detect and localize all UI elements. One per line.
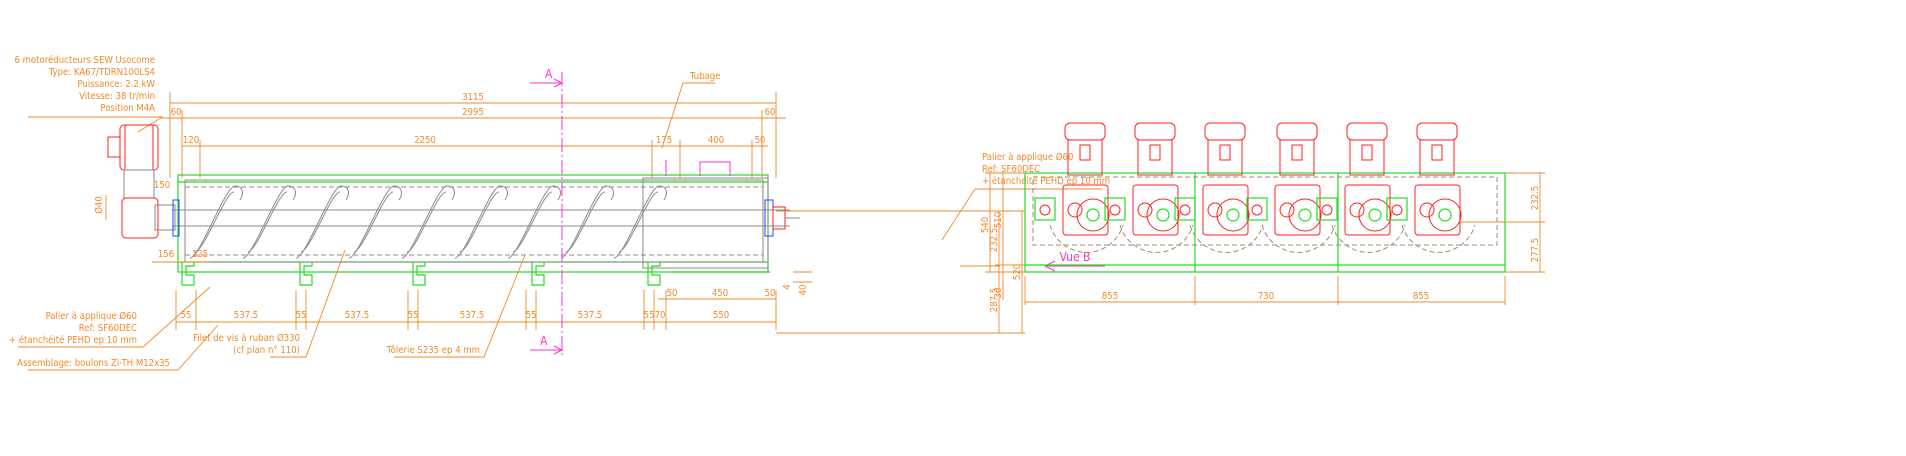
motor-gearbox (1386, 122, 1476, 253)
dim-855-left: 855 (1102, 291, 1118, 302)
flight-turn (406, 191, 447, 253)
support-leg (299, 262, 313, 286)
motor-note-line: Vitesse: 38 tr/min (79, 91, 155, 102)
flight-turn (194, 191, 235, 253)
dim-150: 150 (154, 180, 170, 191)
bearing-note-right: Palier à applique Ø60 Ref: SF60DEC + éta… (941, 152, 1110, 241)
flight-turn (401, 185, 455, 259)
dim-156: 156 (158, 249, 174, 260)
screw-flight (189, 185, 667, 259)
dim-50-top: 50 (755, 135, 766, 146)
motor-gearbox (1246, 122, 1336, 253)
dim-855-right: 855 (1413, 291, 1429, 302)
bearing-note-line: + étanchéité PEHD ep 10 mm (982, 176, 1110, 187)
flight-turn (618, 191, 659, 253)
motor-note: 6 motoréducteurs SEW Usocome Type: KA67/… (14, 55, 164, 133)
bottom-dim-label: 55 (181, 310, 192, 321)
support-leg (647, 262, 661, 286)
bearing-note-line: Ref: SF60DEC (79, 323, 137, 334)
flight-turn (565, 191, 606, 253)
dim-540: 540 (980, 217, 991, 233)
flight-turn (242, 185, 296, 259)
section-a-bottom: A (540, 334, 548, 348)
bearing-note-left: Palier à applique Ø60 Ref: SF60DEC + éta… (9, 286, 219, 371)
dim-40: 40 (798, 285, 809, 296)
dim-60-left: 60 (171, 107, 182, 118)
end-dims: 540 510 30 855 730 855 232.5 277.5 (980, 172, 1545, 305)
motor-gearbox (1174, 122, 1264, 253)
dim-2995: 2995 (462, 107, 484, 118)
support-leg (412, 262, 426, 286)
bottom-dim-label: 537.5 (345, 310, 369, 321)
support-leg (531, 262, 545, 286)
bottom-dim-label: 55 (408, 310, 419, 321)
motor-note-line: Type: KA67/TDRN100LS4 (48, 67, 155, 78)
dim-dia-40: Ø40 (94, 196, 105, 214)
dim-277-5-end: 277.5 (1530, 238, 1541, 262)
sheet-note: Tôlerie S235 ep 4 mm (386, 345, 480, 356)
bearing-note-line: Ref: SF60DEC (982, 164, 1040, 175)
support-legs (181, 262, 661, 286)
motor-side (107, 124, 180, 239)
motor-gearbox (1104, 122, 1194, 253)
bottom-dim-label: 550 (713, 310, 729, 321)
conveyor-end-view (1024, 122, 1506, 273)
bearing-note-line: Palier à applique Ø60 (46, 311, 137, 322)
flight-turn (454, 185, 508, 259)
tubage-label: Tubage (689, 71, 721, 82)
bottom-dim-label: 55 (526, 310, 537, 321)
support-leg (181, 262, 195, 286)
dim-510: 510 (993, 212, 1004, 228)
flight-turn (560, 185, 614, 259)
motor-gearbox (1034, 122, 1124, 253)
screw-note-line: Filet de vis à ruban Ø330 (193, 333, 300, 344)
dim-4: 4 (782, 284, 793, 289)
dim-400: 400 (708, 135, 724, 146)
flight-turn (189, 185, 243, 259)
motor-gearbox (1316, 122, 1406, 253)
dim-120: 120 (183, 135, 199, 146)
flight-turn (353, 191, 394, 253)
bottom-dim-label: 537.5 (460, 310, 484, 321)
bearing-note-line: + étanchéité PEHD ep 10 mm (9, 335, 137, 346)
conveyor-side-view (107, 124, 800, 286)
bottom-dim-label: 70 (655, 310, 666, 321)
bottom-dim-label: 537.5 (578, 310, 602, 321)
dim-287-5: 287.5 (989, 288, 1000, 312)
view-b-label: Vue B (1060, 250, 1091, 264)
dim-450: 450 (712, 288, 728, 299)
dim-2250: 2250 (414, 135, 436, 146)
dim-232-5-end: 232.5 (1530, 186, 1541, 210)
section-a-top: A (545, 67, 553, 81)
motors-end-view (1034, 122, 1476, 253)
flight-turn (295, 185, 349, 259)
side-top-dims: 3115 2995 60 60 120 2250 175 400 50 (160, 92, 786, 178)
flight-turn (348, 185, 402, 259)
dim-50-mid: 50 (765, 288, 776, 299)
assembly-note: Assemblage: boulons Zi-TH M12x35 (17, 358, 170, 369)
flight-turn (459, 191, 500, 253)
motor-note-line: Position M4A (100, 103, 155, 114)
motor-note-line: Puissance: 2.2 kW (77, 79, 155, 90)
dim-730: 730 (1258, 291, 1274, 302)
flight-turn (247, 191, 288, 253)
dim-30: 30 (993, 288, 1004, 299)
flight-turn (300, 191, 341, 253)
dim-3115: 3115 (462, 92, 484, 103)
flight-turn (613, 185, 667, 259)
motor-note-line: 6 motoréducteurs SEW Usocome (14, 55, 155, 66)
dim-50-mid: 50 (667, 288, 678, 299)
bottom-dim-label: 55 (296, 310, 307, 321)
bottom-dim-label: 537.5 (234, 310, 258, 321)
screw-note-line: (cf plan n° 110) (233, 345, 300, 356)
flight-turn (507, 185, 561, 259)
bearing-note-line: Palier à applique Ø60 (982, 152, 1073, 163)
dim-125: 125 (192, 249, 208, 260)
section-line-a: A A (530, 67, 564, 355)
bottom-dim-label: 55 (644, 310, 655, 321)
flight-turn (512, 191, 553, 253)
dim-60-right: 60 (765, 107, 776, 118)
dim-232-5: 232.5 (989, 228, 1000, 252)
